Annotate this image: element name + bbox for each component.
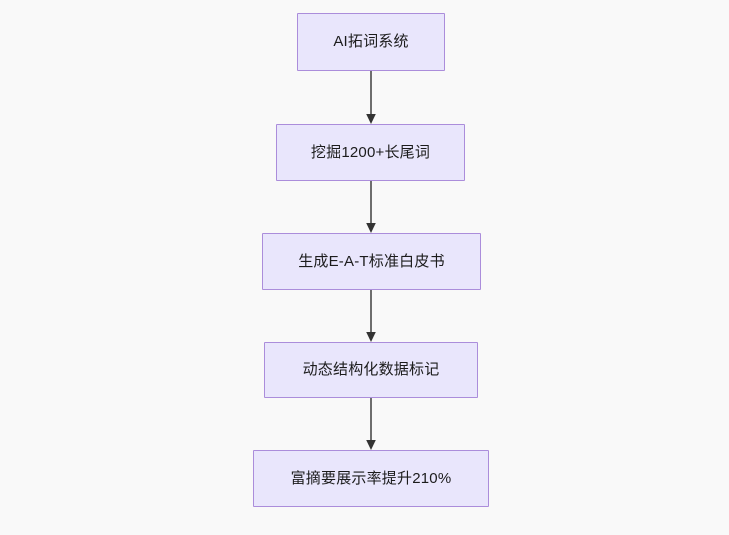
flowchart-node-ai-keyword-system[interactable]: AI拓词系统 [297,13,445,71]
node-label: 富摘要展示率提升210% [290,469,452,487]
flowchart-node-dynamic-structured-data-markup[interactable]: 动态结构化数据标记 [264,342,478,398]
flowchart-node-rich-snippet-impression-uplift[interactable]: 富摘要展示率提升210% [253,450,489,507]
edge-node1-to-node2 [361,71,381,124]
edge-node3-to-node4 [361,290,381,342]
node-label: AI拓词系统 [333,33,409,51]
node-label: 挖掘1200+长尾词 [310,143,431,161]
node-label: 动态结构化数据标记 [302,361,440,379]
node-label: 生成E-A-T标准白皮书 [298,252,445,270]
flowchart-node-mine-longtail-keywords[interactable]: 挖掘1200+长尾词 [276,124,465,181]
edge-node2-to-node3 [361,181,381,233]
edge-node4-to-node5 [361,398,381,450]
flowchart-node-generate-eat-whitepaper[interactable]: 生成E-A-T标准白皮书 [262,233,481,290]
